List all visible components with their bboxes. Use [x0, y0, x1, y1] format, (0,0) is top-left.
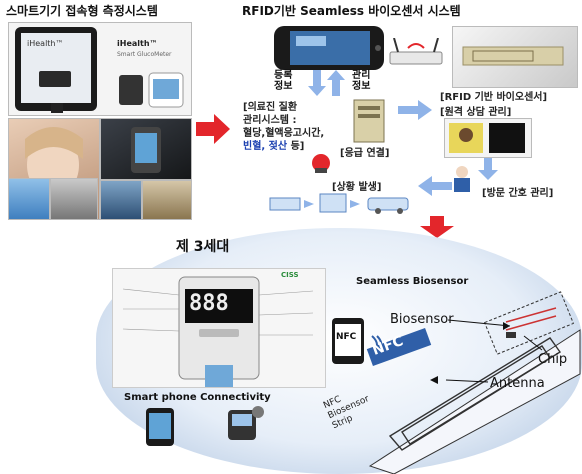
- smartphone-connectivity-title: Smart phone Connectivity: [124, 392, 271, 403]
- emergency-link-label: [응급 연결]: [340, 148, 390, 159]
- care-system-items: 혈당,혈액응고시간,: [243, 128, 325, 139]
- siren-icon: [312, 154, 330, 173]
- care-system-line1: [의료진 질환: [243, 102, 298, 113]
- register-info-label: 등록 정보: [274, 70, 293, 92]
- blue-arrow-right-icon: [398, 100, 432, 120]
- care-system-items-2: 빈혈, 젖산: [243, 141, 288, 152]
- phone-nfc-text: NFC: [336, 332, 357, 342]
- device-brand-label: iHealth™: [117, 39, 158, 48]
- server-icon: [353, 99, 385, 143]
- emergency-transport-icons: [269, 193, 409, 214]
- seamless-biosensor-title: Seamless Biosensor: [356, 276, 469, 287]
- rfid-sensor-photo: [452, 26, 578, 88]
- glucose-meter-diagram: 888 CISS: [112, 268, 326, 388]
- meter-display: 888: [189, 291, 229, 316]
- visit-nursing-label: [방문 간호 관리]: [482, 188, 554, 199]
- care-system-suffix: 등]: [287, 141, 305, 152]
- up-down-arrows-icon: [308, 70, 345, 96]
- ihealth-device-photo: iHealth™ iHealth™ Smart GlucoMeter: [8, 22, 192, 116]
- remote-consult-screen: [444, 118, 532, 158]
- smartphone-icon: [274, 26, 384, 70]
- connected-meter-icon: [228, 406, 264, 440]
- antenna-label: Antenna: [490, 376, 545, 391]
- meter-photo-small: [8, 178, 50, 220]
- care-system-line2: 관리시스템 :: [243, 115, 297, 126]
- blue-arrow-left-icon: [418, 176, 452, 196]
- chip-label: Chip: [538, 352, 568, 367]
- device-subtitle: Smart GlucoMeter: [117, 51, 172, 58]
- manage-info-label: 관리 정보: [352, 70, 371, 92]
- nfc-biosensor-strip-diagram: [366, 291, 581, 474]
- red-arrow-down-icon: [420, 216, 454, 238]
- care-system-line4: 빈혈, 젖산 등]: [243, 137, 304, 152]
- device-photo-small: [50, 178, 98, 220]
- generation-title: 제 3세대: [176, 239, 230, 255]
- glucose-meter-icon: [122, 276, 314, 387]
- device-brand-text: iHealth™: [27, 39, 64, 48]
- blue-arrow-down-icon: [478, 158, 498, 180]
- remote-consult-label: [원격 상담 관리]: [440, 107, 512, 118]
- top-left-title: 스마트기기 접속형 측정시스템: [6, 4, 158, 18]
- biosensor-label: Biosensor: [390, 312, 454, 327]
- router-icon: [389, 38, 443, 65]
- phone-photo-small: [100, 180, 142, 220]
- nurse-icon: [454, 166, 470, 192]
- red-arrow-right-icon: [196, 114, 230, 144]
- phone-meter-photo: [100, 118, 192, 180]
- hand-meter-photo: [142, 180, 192, 220]
- tablet-device-icon: [15, 27, 184, 113]
- nfc-phone-icon: [332, 318, 364, 364]
- rfid-sensor-label: [RFID 기반 바이오센서]: [440, 92, 548, 103]
- connected-phone-icon: [146, 408, 174, 446]
- ciss-logo: CISS: [281, 271, 299, 279]
- top-right-title: RFID기반 Seamless 바이오센서 시스템: [242, 4, 461, 18]
- situation-label: [상황 발생]: [332, 182, 382, 193]
